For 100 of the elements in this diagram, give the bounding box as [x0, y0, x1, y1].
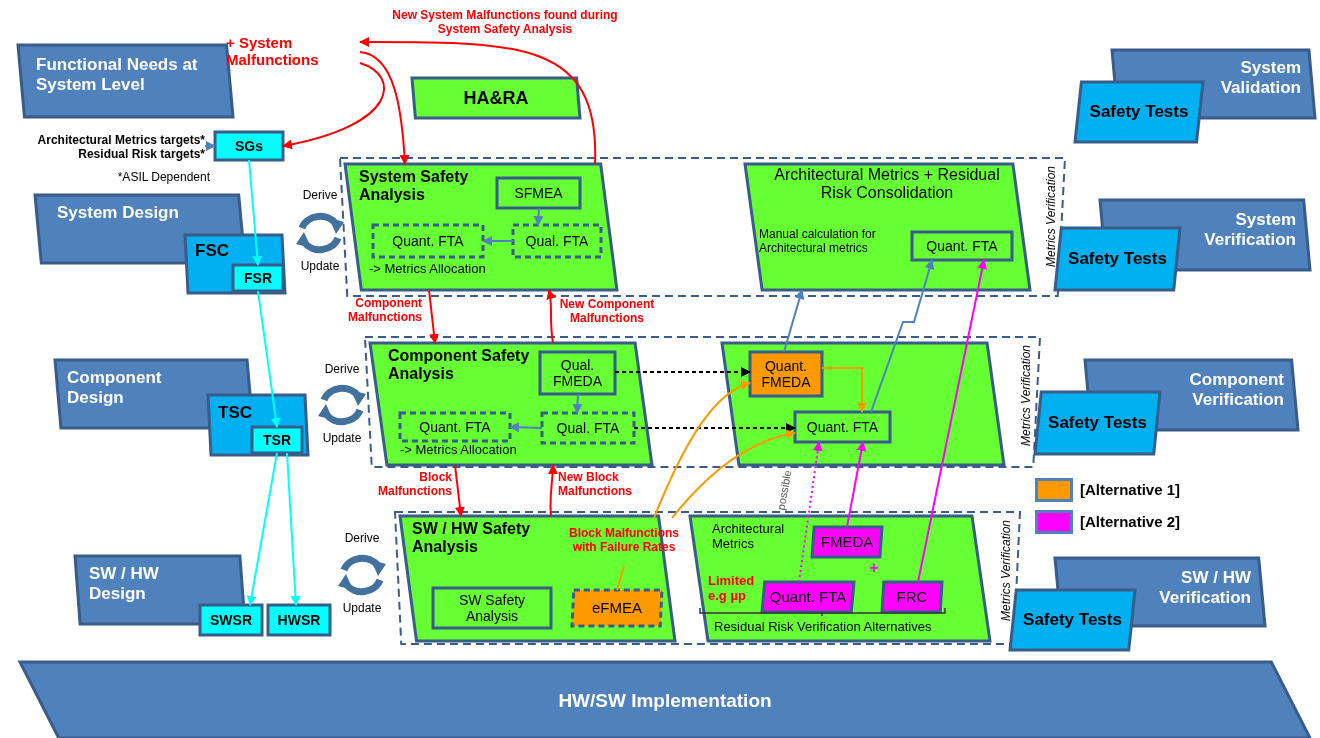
cycle-label: Update — [299, 259, 341, 274]
box-label: SWSR — [210, 611, 252, 629]
box-label: SW / HW Design — [89, 564, 160, 604]
edge-label: New Block Malfunctions — [558, 470, 633, 499]
edge-label: New System Malfunctions found during System Safety Analysis — [391, 8, 619, 37]
box-label: System Design — [57, 203, 180, 223]
arrow — [454, 464, 465, 517]
box-label: Safety Tests — [1089, 102, 1189, 122]
analysis-panel — [690, 516, 990, 641]
analysis-panel — [745, 164, 1030, 290]
box-label: SGs — [235, 137, 263, 155]
box-label: TSR — [263, 431, 291, 449]
box-label: Component Verification — [1188, 370, 1284, 410]
method-box — [750, 352, 822, 396]
box-label: System Safety Analysis — [359, 168, 470, 205]
box-label: -> Metrics Allocation — [369, 262, 487, 277]
plus-sign: + — [868, 558, 880, 578]
box-label: Component Safety Analysis — [388, 347, 531, 384]
box-label: Qual. FTA — [556, 419, 620, 437]
arrow — [798, 441, 823, 583]
box-label: Quant. FTA — [392, 232, 464, 250]
target-text: Residual Risk targets* — [78, 148, 205, 162]
method-box — [762, 582, 854, 612]
method-box — [912, 232, 1012, 260]
requirement-box — [215, 132, 283, 160]
box-label: Manual calculation for Architectural metrics — [759, 228, 877, 256]
box-label: SW / HW Verification — [1158, 568, 1251, 608]
connector-line — [616, 565, 625, 591]
box-label: eFMEA — [592, 599, 642, 617]
legend-label: [Alternative 2] — [1080, 513, 1181, 531]
box-label: Residual Risk Verification Alternatives — [714, 620, 933, 635]
region-label: Metrics Verification — [1000, 520, 1014, 621]
method-box — [812, 527, 882, 557]
arrow — [614, 367, 751, 377]
method-box — [513, 225, 601, 257]
dashed-region — [395, 512, 1020, 644]
box-label: -> Metrics Allocation — [400, 443, 518, 458]
test-box — [1055, 228, 1180, 290]
box-label: Qual. FTA — [525, 232, 589, 250]
arrow — [359, 37, 596, 165]
box-label: FSC — [195, 241, 230, 261]
box-label: SFMEA — [514, 184, 563, 202]
method-box — [882, 582, 942, 612]
box-label: Architectural Metrics — [712, 522, 786, 552]
box-label: Quant. FTA — [769, 588, 847, 606]
box-label: HW/SW Implementation — [557, 690, 773, 712]
cycle-label: Derive — [301, 188, 339, 203]
method-box — [433, 588, 551, 628]
arrow — [282, 62, 385, 149]
arrow — [482, 236, 514, 246]
edge-label: New Component Malfunctions — [558, 297, 656, 326]
arrow — [286, 452, 301, 606]
test-box — [1075, 82, 1203, 142]
arrow — [257, 290, 281, 428]
box-label: Component Design — [67, 368, 163, 408]
target-text: Architectural Metrics targets* — [37, 134, 205, 148]
arrow — [653, 381, 751, 519]
analysis-box — [412, 78, 580, 118]
cycle-label: Update — [341, 601, 383, 616]
box-label: Functional Needs at System Level — [36, 55, 199, 95]
arrow — [509, 422, 543, 433]
dashed-region — [340, 158, 1065, 296]
arrow — [572, 393, 583, 414]
analysis-panel — [722, 343, 1004, 465]
box-label: Limited e.g µp — [708, 574, 756, 604]
requirement-box — [252, 427, 302, 453]
arrow — [204, 141, 216, 151]
arrow — [783, 289, 805, 353]
box-label: HA&RA — [463, 87, 529, 109]
box-label: Safety Tests — [1048, 413, 1147, 433]
cycle-label: Derive — [323, 362, 361, 377]
note-text: *ASIL Dependent — [116, 170, 210, 185]
stage-box — [35, 195, 245, 263]
box-label: Safety Tests — [1023, 610, 1122, 630]
box-label: Quant. FTA — [926, 237, 998, 255]
box-label: System Verification — [1203, 210, 1296, 250]
requirement-box — [200, 605, 262, 635]
arrow — [821, 367, 867, 413]
edge-label: Component Malfunctions — [347, 296, 422, 325]
method-box — [542, 413, 634, 443]
arrow — [246, 452, 278, 606]
method-box — [795, 412, 890, 442]
cycle-label: Derive — [343, 531, 381, 546]
box-label: TSC — [218, 403, 253, 423]
arrow — [846, 441, 867, 528]
region-label: Metrics Verification — [1045, 166, 1059, 267]
stage-box — [55, 360, 253, 428]
cycle-label: Update — [321, 431, 363, 446]
legend-label: [Alternative 1] — [1080, 481, 1181, 499]
method-box — [373, 225, 483, 257]
box-label: Quant. FTA — [419, 418, 491, 436]
method-box — [400, 413, 510, 441]
arrow — [546, 289, 556, 344]
stage-box — [20, 662, 1310, 738]
dashed-region — [365, 337, 1040, 467]
box-label: FRC — [896, 588, 928, 606]
method-box — [497, 178, 580, 208]
box-label: Safety Tests — [1068, 249, 1167, 269]
test-box — [1035, 392, 1160, 454]
box-label: System Validation — [1219, 58, 1301, 98]
